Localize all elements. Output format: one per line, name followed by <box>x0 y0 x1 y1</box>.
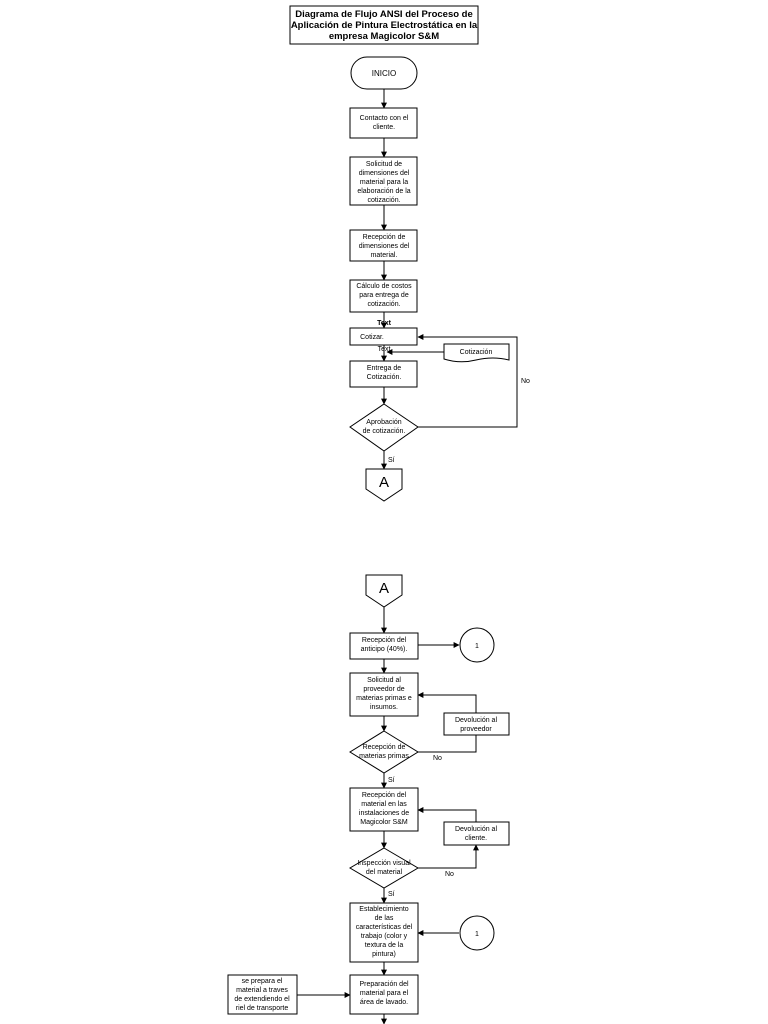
connector-circle-1-top: 1 <box>459 627 495 663</box>
label-si-aprobacion: Sí <box>388 457 395 464</box>
connector-circle-1-bottom: 1 <box>459 915 495 951</box>
establecimiento-line-2: de las <box>375 915 394 922</box>
decision-inspeccion-visual: Inspección visual del material <box>349 847 419 889</box>
calculo-line-3: cotización. <box>367 301 400 308</box>
aprobacion-line-2: de cotización. <box>363 428 406 435</box>
contacto-line-2: cliente. <box>373 124 395 131</box>
text-label-2: Text <box>378 346 391 353</box>
anticipo-line-2: anticipo (40%). <box>361 646 408 653</box>
offpage-connector-a-top: A <box>365 468 403 502</box>
preparacion-line-2: material para el <box>360 990 409 997</box>
side-note-line-1: se prepara el <box>242 978 283 985</box>
node-recepcion-material: Recepción del material en las instalacio… <box>349 787 419 832</box>
connector-a-top-label: A <box>379 474 389 491</box>
preparacion-line-3: área de lavado. <box>360 999 408 1006</box>
node-solicitud-proveedor: Solicitud al proveedor de materias prima… <box>349 672 419 717</box>
solicitud-prov-line-4: insumos. <box>370 704 398 711</box>
node-recepcion-dimensiones: Recepción de dimensiones del material. <box>349 229 418 262</box>
loop-devolucion-prov <box>417 692 477 713</box>
node-preparacion: Preparación del material para el área de… <box>349 974 419 1015</box>
connector-a-bottom-label: A <box>379 580 389 597</box>
side-note-riel: se prepara el material a traves de exten… <box>227 974 298 1015</box>
solicitud-dim-line-2: dimensiones del <box>359 170 410 177</box>
devolucion-cli-line-2: cliente. <box>465 835 487 842</box>
establecimiento-line-1: Establecimiento <box>359 906 409 913</box>
establecimiento-line-5: textura de la <box>365 942 404 949</box>
node-devolucion-proveedor: Devolución al proveedor <box>443 712 510 736</box>
solicitud-prov-line-3: materias primas e <box>356 695 412 702</box>
devolucion-prov-line-1: Devolución al <box>455 717 497 724</box>
node-cotizar: Cotizar. <box>349 327 418 346</box>
loop-no-inspeccion <box>418 844 479 869</box>
recepcion-dim-line-3: material. <box>371 252 398 259</box>
inspeccion-line-1: Inspección visual <box>357 860 411 867</box>
label-no-inspeccion: No <box>445 871 454 878</box>
calculo-line-2: para entrega de <box>359 292 409 299</box>
connector-lines <box>297 89 518 1024</box>
establecimiento-line-4: trabajo (color y <box>361 933 408 940</box>
label-no-recepcion-mp: No <box>433 755 442 762</box>
title-line-1: Diagrama de Flujo ANSI del Proceso de <box>295 9 473 20</box>
recepcion-mp-line-2: materias primas <box>359 753 409 760</box>
solicitud-prov-line-1: Solicitud al <box>367 677 401 684</box>
devolucion-prov-line-2: proveedor <box>460 726 492 733</box>
solicitud-dim-line-1: Solicitud de <box>366 161 402 168</box>
node-contacto: Contacto con el cliente. <box>349 107 418 139</box>
establecimiento-line-6: pintura) <box>372 951 396 958</box>
loop-no-recepcionmp <box>418 735 477 753</box>
node-entrega-cotizacion: Entrega de Cotización. <box>349 360 418 388</box>
aprobacion-line-1: Aprobación <box>366 419 402 426</box>
documento-cotizacion-label: Cotización <box>460 349 493 356</box>
title-line-2: Aplicación de Pintura Electrostática en … <box>291 20 478 31</box>
recepcion-mat-line-3: instalaciones de <box>359 810 409 817</box>
node-documento-cotizacion: Cotización <box>443 343 510 363</box>
node-solicitud-dimensiones: Solicitud de dimensiones del material pa… <box>349 156 418 206</box>
entrega-line-1: Entrega de <box>367 365 401 372</box>
calculo-line-1: Cálculo de costos <box>356 283 412 290</box>
recepcion-mat-line-4: Magicolor S&M <box>360 819 408 826</box>
solicitud-dim-line-4: elaboración de la <box>357 188 410 195</box>
diagram-title: Diagrama de Flujo ANSI del Proceso de Ap… <box>289 5 479 45</box>
text-label-1: Text <box>377 320 392 327</box>
label-si-inspeccion: Sí <box>388 891 395 898</box>
solicitud-prov-line-2: proveedor de <box>363 686 404 693</box>
side-note-line-2: material a traves <box>236 987 288 994</box>
title-line-3: empresa Magicolor S&M <box>329 31 439 42</box>
offpage-connector-a-bottom: A <box>365 574 403 608</box>
recepcion-mat-line-1: Recepción del <box>362 792 407 799</box>
recepcion-dim-line-2: dimensiones del <box>359 243 410 250</box>
recepcion-mp-line-1: Recepción de <box>363 744 406 751</box>
devolucion-cli-line-1: Devolución al <box>455 826 497 833</box>
circle-1-bottom-label: 1 <box>475 931 479 938</box>
recepcion-mat-line-2: material en las <box>361 801 407 808</box>
recepcion-dim-line-1: Recepción de <box>363 234 406 241</box>
anticipo-line-1: Recepción del <box>362 637 407 644</box>
label-no-aprobacion: No <box>521 378 530 385</box>
preparacion-line-1: Preparación del <box>359 981 408 988</box>
node-calculo-costos: Cálculo de costos para entrega de cotiza… <box>349 279 418 313</box>
inspeccion-line-2: del material <box>366 869 403 876</box>
solicitud-dim-line-3: material para la <box>360 179 408 186</box>
cotizar-label: Cotizar. <box>360 334 384 341</box>
side-note-line-4: riel de transporte <box>236 1005 289 1012</box>
node-devolucion-cliente: Devolución al cliente. <box>443 821 510 846</box>
node-inicio: INICIO <box>350 56 418 90</box>
node-establecimiento: Establecimiento de las características d… <box>349 902 419 963</box>
side-note-line-3: de extendiendo el <box>234 996 290 1003</box>
circle-1-top-label: 1 <box>475 643 479 650</box>
loop-no-aprobacion <box>417 334 518 428</box>
node-recepcion-anticipo: Recepción del anticipo (40%). <box>349 632 419 660</box>
solicitud-dim-line-5: cotización. <box>367 197 400 204</box>
loop-devolucion-cli <box>417 807 477 822</box>
label-si-recepcion-mp: Sí <box>388 777 395 784</box>
contacto-line-1: Contacto con el <box>360 115 409 122</box>
entrega-line-2: Cotización. <box>367 374 402 381</box>
establecimiento-line-3: características del <box>356 924 413 931</box>
decision-aprobacion: Aprobación de cotización. <box>349 403 419 452</box>
inicio-label: INICIO <box>372 69 396 78</box>
decision-recepcion-materias: Recepción de materias primas <box>349 730 419 774</box>
